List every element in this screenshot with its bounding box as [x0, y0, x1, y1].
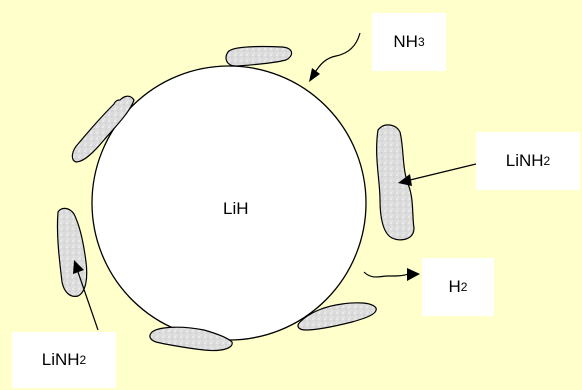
- nh3-label-subscript: 3: [417, 35, 425, 49]
- h2-label-base: H: [448, 277, 461, 296]
- linh2-bottom-label-base: LiNH: [41, 350, 80, 369]
- h2-arrow: [363, 271, 409, 278]
- nh3-label-base: NH: [393, 32, 418, 51]
- linh2-particle-right: [376, 124, 415, 241]
- linh2-particle-bottom: [149, 326, 233, 352]
- nh3-arrow: [313, 32, 361, 75]
- linh2-bottom-label-subscript: 2: [79, 353, 87, 367]
- lih-label: LiH: [223, 199, 249, 218]
- nh3-arrowhead: [309, 68, 320, 82]
- linh2-right-arrow: [409, 163, 477, 181]
- linh2-particle-top: [225, 45, 293, 67]
- linh2-bottom-arrowhead: [73, 260, 84, 274]
- linh2-right-label-base: LiNH: [505, 151, 544, 170]
- linh2-bottom-arrow: [77, 271, 99, 331]
- linh2-particle-upper-left: [71, 95, 135, 163]
- h2-label-subscript: 2: [460, 280, 468, 294]
- linh2-particle-bottom-right: [297, 302, 377, 331]
- linh2-right-arrowhead: [398, 174, 412, 186]
- h2-arrowhead: [407, 268, 420, 281]
- linh2-right-label-subscript: 2: [543, 154, 551, 168]
